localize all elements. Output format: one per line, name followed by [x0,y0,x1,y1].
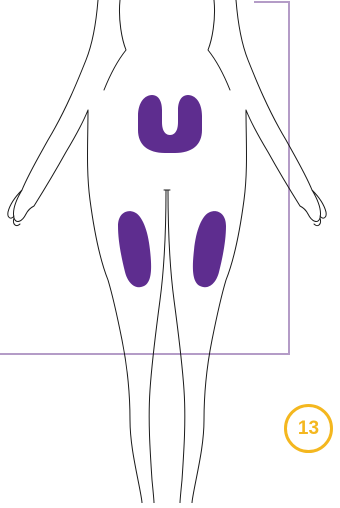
body-outline [8,0,326,503]
injection-sites [118,95,226,287]
left-thigh-site [118,211,151,287]
right-thigh-site [193,211,226,287]
abdomen-site [138,95,202,153]
page-number-badge: 13 [284,404,333,453]
